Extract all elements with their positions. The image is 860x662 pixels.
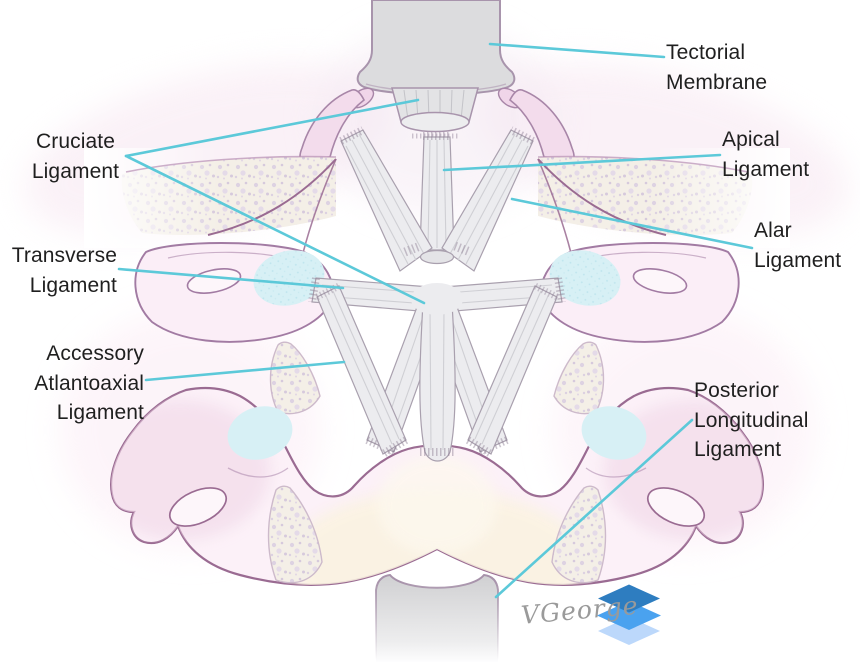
cartilage-upper-left	[253, 250, 325, 306]
leader-cruciate-upper	[124, 98, 420, 158]
cruciate-cut-face	[419, 249, 455, 265]
label-line: Apical	[722, 128, 780, 151]
label-apical-ligament: Apical Ligament	[722, 125, 809, 184]
slab-top-outline	[125, 155, 337, 173]
stub-cut-face	[400, 111, 470, 133]
striations	[427, 139, 447, 249]
label-line: Transverse	[11, 244, 117, 267]
foramen-rim-curve	[207, 158, 337, 236]
label-cruciate-ligament: Cruciate Ligament	[24, 127, 127, 186]
label-line: Cruciate	[36, 130, 115, 153]
label-line: Membrane	[666, 70, 768, 94]
leader-lines	[117, 42, 754, 599]
logo-layer-middle	[597, 601, 661, 630]
striations	[345, 133, 425, 265]
transverse-foramen-right	[646, 487, 706, 527]
label-posterior-longitudinal-ligament: Posterior Longitudinal Ligament	[694, 376, 808, 465]
leader-transverse-ligament	[117, 267, 345, 290]
layers-logo	[597, 584, 661, 645]
label-line: Posterior	[694, 379, 779, 402]
leader-alar-ligament	[510, 197, 754, 250]
label-transverse-ligament: Transverse Ligament	[0, 241, 117, 300]
transverse-foramen-left	[168, 487, 228, 527]
label-tectorial-membrane: Tectorial Membrane	[666, 38, 767, 97]
leader-apical-ligament	[442, 153, 722, 172]
label-line: Ligament	[754, 248, 842, 272]
striations	[429, 309, 445, 451]
label-line: Ligament	[694, 438, 782, 461]
label-line: Ligament	[31, 159, 120, 183]
apical-ligament	[419, 132, 455, 251]
leader-cruciate-lower	[124, 154, 426, 305]
spongy-bone-patches	[267, 341, 607, 584]
label-line: Ligament	[29, 273, 117, 297]
ligament-complex	[308, 126, 562, 462]
alar-ligament-left	[339, 126, 433, 272]
label-alar-ligament: Alar Ligament	[754, 216, 841, 275]
leader-accessory-atlantoaxial	[144, 360, 346, 382]
articular-cartilage	[227, 242, 654, 468]
tectorial-membrane-cut	[349, 0, 523, 139]
inferior-longitudinal-band	[419, 302, 456, 462]
label-line: Alar	[754, 219, 792, 242]
spongy-patch-lower-left	[267, 485, 323, 584]
accessory-atlantoaxial-left	[315, 282, 409, 458]
label-line: Longitudinal	[694, 408, 809, 432]
logo-layer-bottom	[598, 617, 660, 645]
fan-center	[411, 283, 463, 315]
pll-body	[375, 573, 499, 662]
leader-posterior-longitudinal	[494, 418, 694, 599]
leader-tectorial-membrane	[488, 42, 666, 59]
label-line: Atlantoaxial	[34, 371, 144, 395]
striations	[325, 290, 400, 445]
logo-layer-top	[598, 584, 660, 613]
spongy-patch-upper-left	[269, 341, 321, 415]
label-line: Ligament	[56, 401, 144, 424]
accessory-atlantoaxial-right	[468, 286, 557, 454]
label-line: Accessory	[46, 342, 144, 365]
occipital-bone-left	[84, 148, 337, 254]
label-accessory-atlantoaxial-ligament: Accessory Atlantoaxial Ligament	[0, 339, 144, 428]
tectorial-membrane-body	[356, 0, 516, 96]
label-line: Ligament	[722, 157, 810, 181]
cartilage-lower-left	[227, 406, 293, 460]
label-line: Tectorial	[666, 41, 746, 64]
posterior-longitudinal-cut	[375, 573, 499, 662]
